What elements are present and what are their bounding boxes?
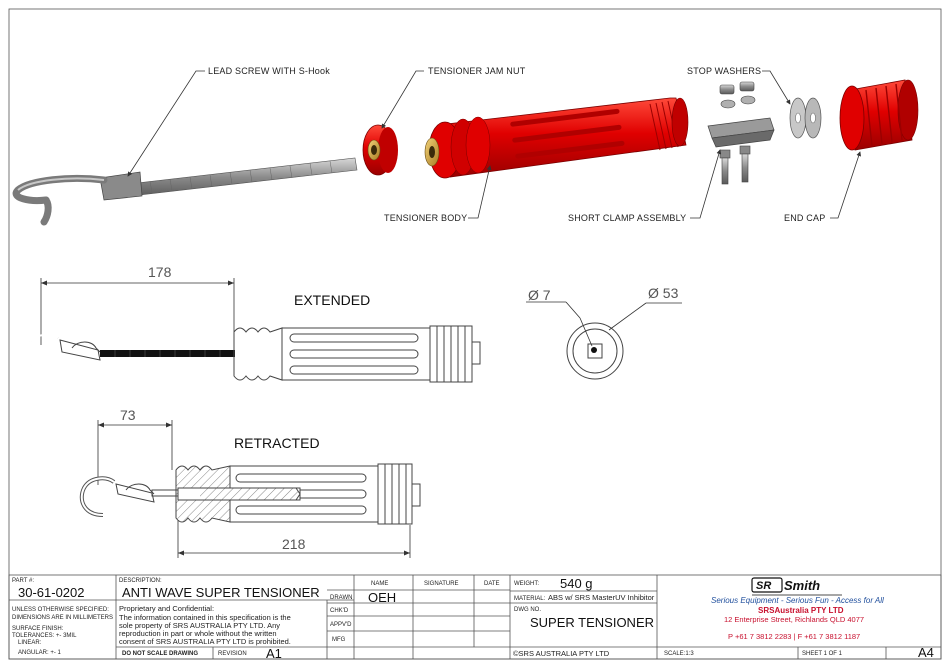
checked-label: CHK'D: [330, 608, 349, 614]
lead-screw-part: [12, 157, 358, 226]
end-view-outer-circle: [566, 322, 624, 380]
callout-lead-screw: LEAD SCREW WITH S-Hook: [208, 66, 330, 76]
weight: 540 g: [560, 576, 593, 591]
proprietary-line-2: sole property of SRS AUSTRALIA PTY LTD. …: [119, 621, 280, 630]
proprietary-line-1: The information contained in this specif…: [119, 613, 291, 622]
view-label-retracted: RETRACTED: [234, 435, 320, 451]
dimension-218: 218: [282, 536, 306, 552]
weight-label: WEIGHT:: [514, 581, 539, 587]
short-clamp-part: [707, 81, 775, 185]
drawn-label: DRAWN: [330, 595, 352, 601]
company-tagline: Serious Equipment - Serious Fun - Access…: [711, 596, 884, 605]
proprietary-line-3: reproduction in part or whole without th…: [119, 629, 277, 638]
callout-jam-nut: TENSIONER JAM NUT: [428, 66, 526, 76]
mfg-label: MFG: [332, 637, 346, 643]
name-header: NAME: [371, 581, 388, 587]
company-address: 12 Enterprise Street, Richlands QLD 4077: [724, 615, 864, 624]
part-number-label: PART #:: [12, 578, 34, 584]
approved-label: APPV'D: [330, 622, 352, 628]
jam-nut-part: [362, 124, 398, 176]
stop-washers-part: [789, 97, 822, 139]
view-label-extended: EXTENDED: [294, 292, 370, 308]
proprietary-line-4: consent of SRS AUSTRALIA PTY LTD is proh…: [119, 637, 291, 646]
callout-tensioner-body: TENSIONER BODY: [384, 213, 467, 223]
tolerance-angular: ANGULAR: +- 1: [18, 650, 62, 656]
revision: A1: [266, 646, 282, 661]
title-block: PART #: 30-61-0202 DESCRIPTION: ANTI WAV…: [8, 574, 942, 661]
drawing-title: SUPER TENSIONER: [530, 615, 654, 630]
proprietary-heading: Proprietary and Confidential:: [119, 604, 214, 613]
surface-finish: SURFACE FINISH:: [12, 626, 64, 632]
tensioner-body-part: [424, 97, 689, 179]
end-cap-part: [839, 79, 919, 151]
description-label: DESCRIPTION:: [119, 578, 162, 584]
material-label: MATERIAL:: [514, 596, 546, 602]
dimensions-units: DIMENSIONS ARE IN MILLIMETERS: [12, 615, 113, 621]
tolerance-linear: LINEAR:: [18, 640, 42, 646]
callout-stop-washers: STOP WASHERS: [687, 66, 761, 76]
exploded-view: LEAD SCREW WITH S-Hook TENSIONER JAM NUT…: [12, 66, 919, 226]
company-logo: SR Smith: [751, 577, 842, 596]
do-not-scale: DO NOT SCALE DRAWING: [122, 651, 198, 657]
copyright: ©SRS AUSTRALIA PTY LTD: [513, 649, 610, 658]
retracted-view: RETRACTED 73 218: [79, 407, 421, 558]
tolerances: TOLERANCES: +- 3MIL: [12, 633, 77, 639]
scale: SCALE:1:3: [664, 651, 694, 657]
part-number: 30-61-0202: [18, 585, 85, 600]
company-name: SRSAustralia PTY LTD: [758, 606, 844, 615]
dwg-no-label: DWG NO.: [514, 607, 541, 613]
description: ANTI WAVE SUPER TENSIONER: [122, 585, 320, 600]
dimension-dia-53: Ø 53: [648, 285, 679, 301]
dimension-73: 73: [120, 407, 136, 423]
dimension-178: 178: [148, 264, 172, 280]
extended-rod: [100, 350, 235, 357]
signature-header: SIGNATURE: [424, 581, 459, 587]
material: ABS w/ SRS MasterUV Inhibitor: [548, 593, 655, 602]
logo-smith: Smith: [784, 578, 820, 593]
revision-label: REVISION: [218, 651, 247, 657]
end-view: Ø 7 Ø 53: [526, 285, 682, 380]
retracted-body: [175, 463, 421, 525]
extended-view: EXTENDED 178: [24, 264, 481, 383]
callout-end-cap: END CAP: [784, 213, 825, 223]
sheet-number: SHEET 1 OF 1: [802, 651, 843, 657]
date-header: DATE: [484, 581, 500, 587]
extended-body: [233, 325, 481, 383]
logo-sr: SR: [756, 580, 771, 592]
drawn-by: OEH: [368, 590, 396, 605]
sheet-size: A4: [918, 645, 934, 660]
dimension-dia-7: Ø 7: [528, 287, 551, 303]
unless-specified: UNLESS OTHERWISE SPECIFIED:: [12, 607, 109, 613]
company-phone: P +61 7 3812 2283 | F +61 7 3812 1187: [728, 632, 860, 641]
callout-short-clamp: SHORT CLAMP ASSEMBLY: [568, 213, 686, 223]
